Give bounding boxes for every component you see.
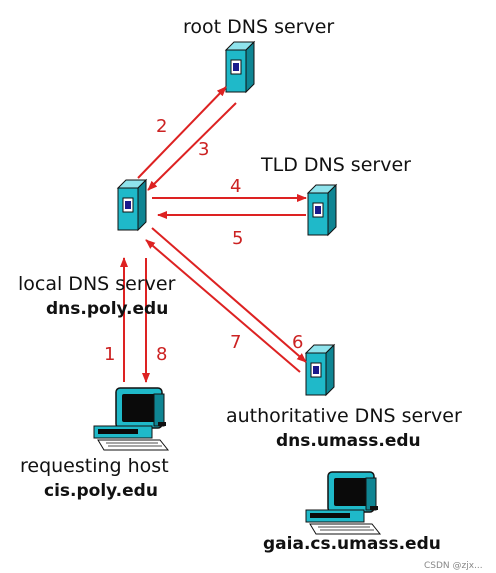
requesting-host-label: requesting host — [20, 455, 169, 477]
tld-server-icon — [307, 184, 337, 236]
watermark: CSDN @zjx... — [424, 561, 483, 571]
root-server-label: root DNS server — [183, 16, 334, 38]
step-number-2: 2 — [156, 116, 167, 137]
requesting-host-name: cis.poly.edu — [44, 481, 158, 501]
tld-server-label: TLD DNS server — [260, 154, 411, 176]
authoritative-server-label: authoritative DNS server — [226, 405, 462, 427]
arrow-step-6 — [151, 227, 307, 363]
arrow-step-2 — [137, 86, 227, 179]
local-server-label: local DNS server — [18, 273, 176, 295]
arrow-step-3 — [147, 102, 237, 191]
step-number-6: 6 — [292, 332, 303, 353]
step-number-5: 5 — [232, 228, 243, 249]
authoritative-server-icon — [305, 344, 335, 396]
arrow-step-7 — [145, 239, 301, 373]
step-number-3: 3 — [198, 139, 209, 160]
root-server-icon — [225, 41, 255, 93]
local-server-icon — [117, 179, 147, 231]
step-number-4: 4 — [230, 176, 241, 197]
authoritative-server-host: dns.umass.edu — [276, 431, 421, 451]
step-number-8: 8 — [156, 344, 167, 365]
step-number-1: 1 — [104, 344, 115, 365]
local-server-host: dns.poly.edu — [46, 299, 168, 319]
requesting-host-computer-icon — [93, 387, 169, 451]
target-host-computer-icon — [305, 471, 381, 535]
step-number-7: 7 — [230, 332, 241, 353]
target-host-name: gaia.cs.umass.edu — [263, 534, 441, 554]
